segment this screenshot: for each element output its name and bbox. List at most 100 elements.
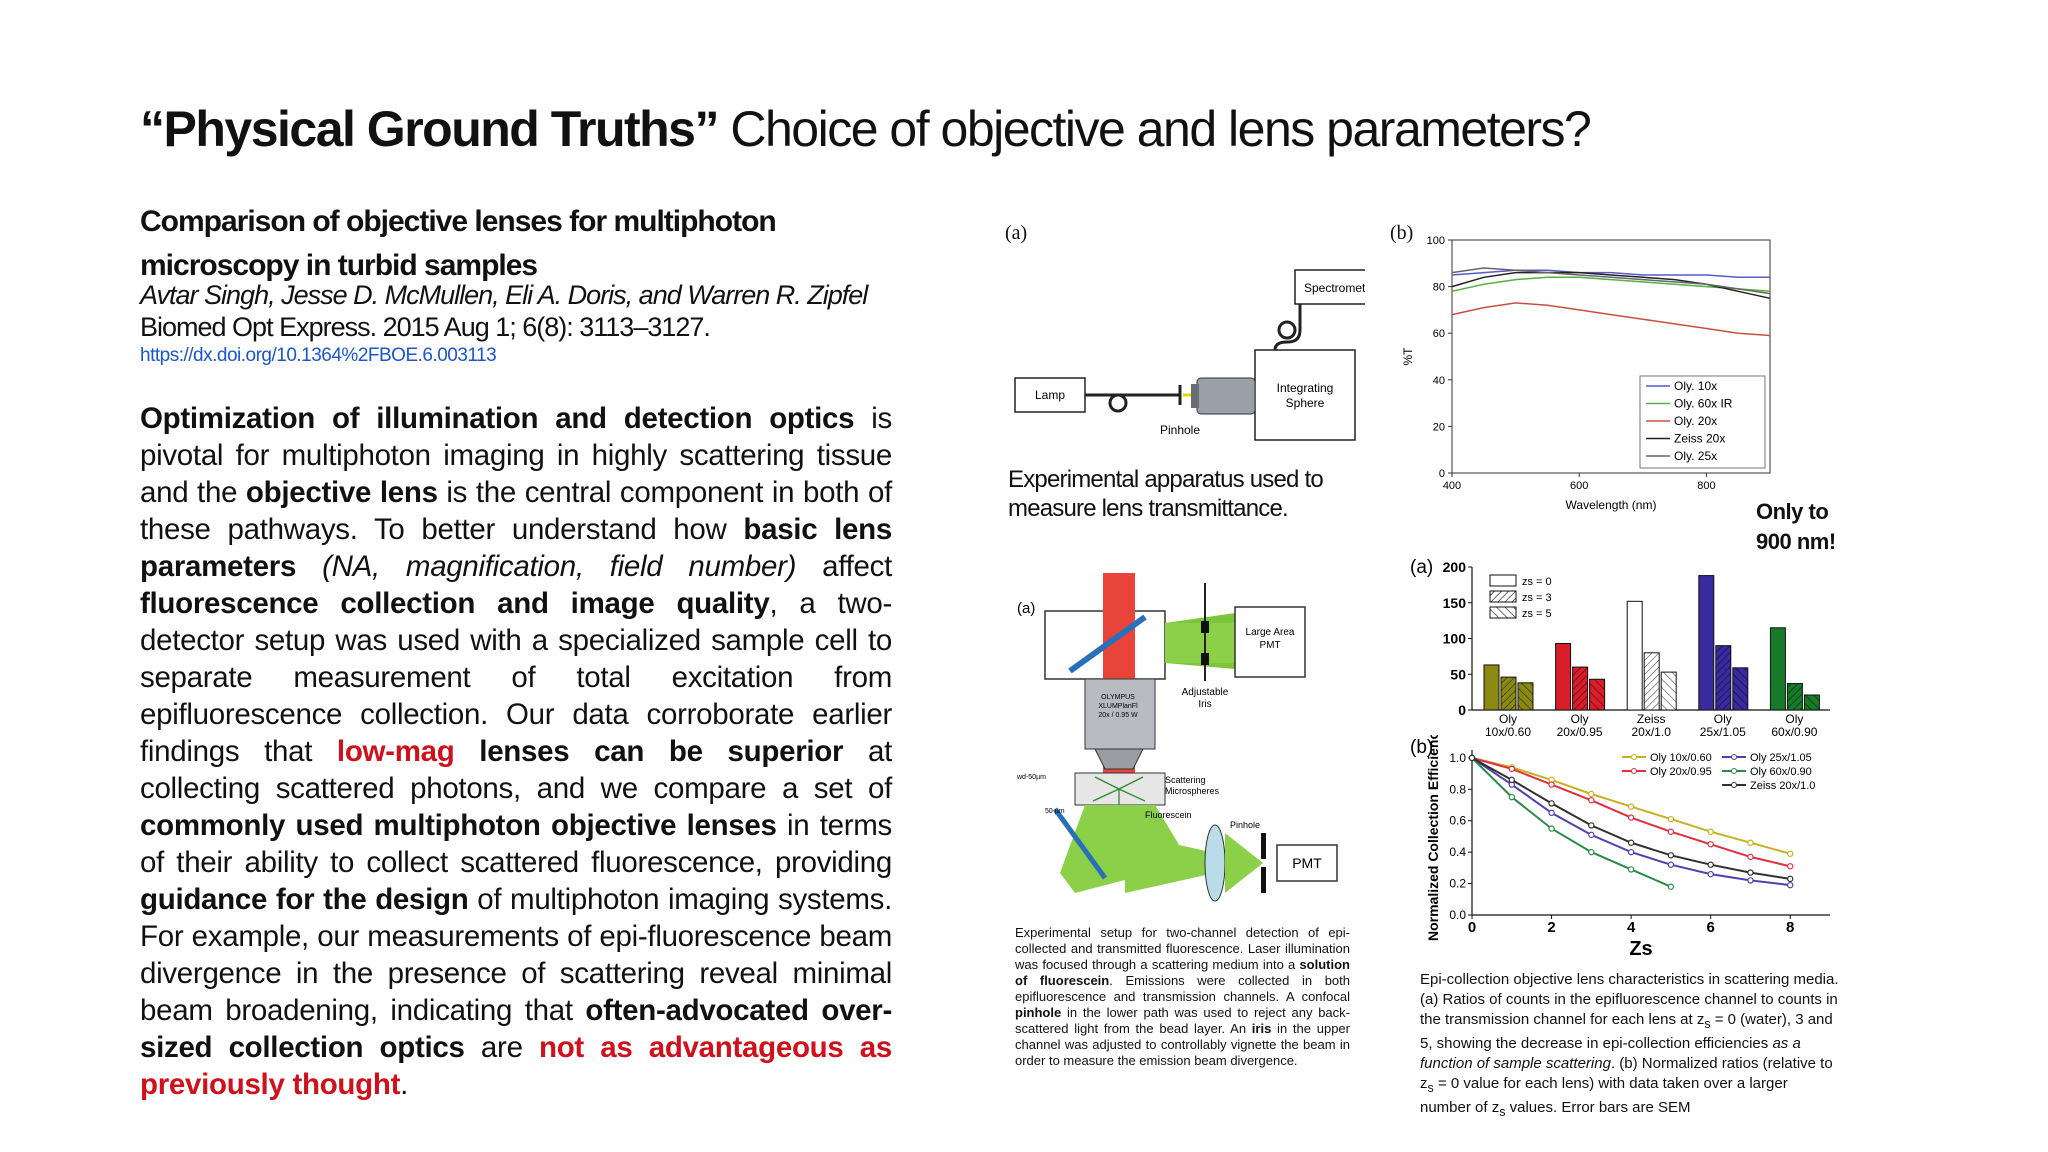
transmittance-apparatus-diagram: Spectrometer Lamp Integrating Sphere Pin… [1014,269,1365,441]
data-point [1588,797,1595,804]
data-point [1548,800,1555,807]
objective-body [1084,678,1156,750]
objective-lens-tip [1191,384,1199,408]
data-point [1747,839,1754,846]
legend-label: zs = 3 [1522,592,1552,604]
data-point [1707,841,1714,848]
two-channel-setup-diagram: (a) Large Area PMT Adjustable Iris OLYMP… [1016,573,1338,902]
y-tick-label: 0.0 [1449,908,1466,922]
fig2-caption-text: solution of fluorescein [1015,957,1350,988]
data-point [1707,861,1714,868]
large-area-pmt-box [1234,606,1306,678]
data-point [1667,815,1675,823]
fifty-um-label: 50 µm [1045,808,1065,815]
y-tick-label: 50 [1450,666,1466,682]
category-label: 10x/0.60 [1485,725,1531,739]
x-tick-label: 4 [1627,919,1636,936]
bar-hatch [1804,694,1820,710]
abstract-text [296,550,322,583]
fig3-caption-text: s [1704,1017,1711,1031]
abstract-text: basic lens parameters [140,513,892,583]
y-tick-label: 60 [1433,328,1445,340]
y-tick-label: 40 [1433,375,1445,387]
y-tick-label: 0 [1439,468,1445,480]
y-tick-label: 0.8 [1449,782,1466,796]
legend-label: Oly. 10x [1674,379,1717,393]
lower-mirror [1052,807,1108,880]
data-point [1627,814,1635,821]
integrating-sphere-box [1254,349,1356,441]
paper-doi-link[interactable]: https://dx.doi.org/10.1364%2FBOE.6.00311… [140,345,497,366]
series-line [1451,267,1771,295]
x-tick-label: 2 [1547,919,1555,936]
pinhole-top [1261,833,1266,859]
iris-label-2: Iris [1198,699,1211,710]
bar [1483,664,1500,711]
legend-label: Oly. 25x [1674,449,1717,463]
category-label: 20x/1.0 [1632,725,1672,739]
data-point [1508,765,1515,773]
y-axis-label: Normalized Collection Efficiency [1425,735,1441,941]
y-tick-label: 0 [1458,702,1466,718]
abstract-text: (NA, magnification, field number) [322,550,797,583]
y-tick-label: 100 [1427,235,1445,247]
bar [1555,643,1572,711]
iris-blade-bottom [1201,653,1209,665]
legend-label: zs = 5 [1522,608,1552,620]
abstract-text: not as advantageous as previously though… [140,1031,892,1101]
x-tick-label: 8 [1786,919,1794,936]
y-tick-label: 100 [1443,631,1467,647]
data-point [1627,839,1635,846]
legend-label: Oly 20x/0.95 [1650,766,1712,778]
fig3-caption: Epi-collection objective lens characteri… [1420,970,1840,1122]
y-tick-label: 20 [1433,421,1445,433]
y-tick-label: 0.4 [1449,845,1466,859]
bar-hatch [1715,645,1731,710]
data-point [1747,853,1754,861]
fig3-caption-text: s [1427,1081,1434,1095]
abstract-text: low-mag [336,735,455,768]
bar [1626,600,1643,711]
fig3-caption-text: = 0 value for each lens) with data taken… [1420,1075,1788,1116]
category-label: Oly [1499,712,1517,726]
y-tick-label: 0.6 [1449,814,1466,828]
data-point [1588,831,1595,839]
large-area-label-1: Large Area [1246,627,1295,638]
fig2-caption-text: in the upper channel was adjusted to con… [1015,1021,1350,1068]
lamp-label: Lamp [1035,388,1065,402]
paper-title: Comparison of objective lenses for multi… [140,205,777,282]
pinhole-bottom [1261,867,1266,893]
data-point [1548,825,1555,832]
wavelength-note: Only to 900 nm! [1756,499,1836,554]
category-label: Oly [1714,712,1732,726]
data-point [1667,883,1675,890]
lamp-fiber-loop [1108,393,1128,413]
category-label: Oly [1785,712,1803,726]
large-area-label-2: PMT [1259,640,1280,651]
objective-tip [1094,748,1144,770]
fig2-panel-label-a: (a) [1017,600,1035,617]
y-tick-label: 1.0 [1449,751,1466,765]
category-label: 20x/0.95 [1557,725,1603,739]
data-point [1747,877,1754,884]
data-point [1627,848,1635,856]
legend-marker [1631,768,1637,774]
abstract-text: in terms of their ability to collect sca… [140,809,892,879]
fig3-caption-text: values. Error bars are SEM [1505,1099,1691,1116]
series-line [1451,271,1771,300]
scatter-label-2: Microspheres [1165,786,1220,796]
abstract-text: Optimization of illumination and detecti… [140,402,855,435]
objective-label-3: 20x / 0.95 W [1098,712,1138,719]
y-tick-label: 200 [1443,559,1467,575]
legend-marker [1731,768,1737,774]
data-point [1627,866,1635,873]
legend-swatch [1489,574,1517,587]
abstract-text: at collecting scattered photons, and we … [140,735,893,805]
upper-fluorescence-path [1165,623,1235,663]
legend-label: Zeiss 20x [1674,432,1725,446]
data-point [1747,869,1754,876]
legend-marker [1631,754,1637,760]
abstract-paragraph: Optimization of illumination and detecti… [140,400,892,1103]
data-point [1548,809,1555,817]
